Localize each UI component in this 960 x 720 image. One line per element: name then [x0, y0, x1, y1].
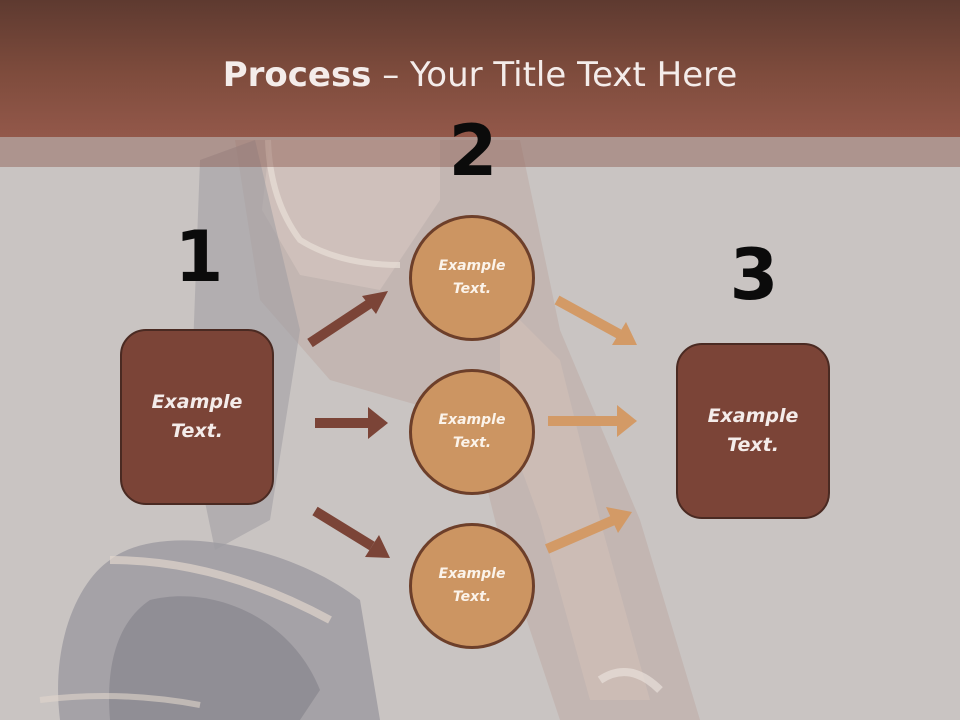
left-box-line-2: Text.	[171, 420, 223, 442]
circle-center-line-1: Example	[438, 412, 506, 428]
title-rest: – Your Title Text Here	[371, 55, 738, 95]
left-step-box: Example Text.	[120, 329, 274, 505]
circle-top-line-2: Text.	[452, 281, 492, 297]
step-number-3: 3	[729, 234, 779, 316]
step-number-1: 1	[174, 216, 224, 298]
circle-bottom-line-1: Example	[438, 566, 506, 582]
step-number-2: 2	[448, 110, 498, 192]
circle-top-line-1: Example	[438, 258, 506, 274]
arrow-center-to-right	[548, 405, 637, 437]
middle-circle-center: Example Text.	[409, 369, 535, 495]
arrow-top-to-right	[554, 295, 637, 345]
arrow-left-to-bottom	[312, 506, 390, 558]
arrow-left-to-top	[307, 291, 388, 348]
title-bar-band	[0, 137, 960, 167]
circle-bottom-line-2: Text.	[452, 589, 492, 605]
slide-title: Process – Your Title Text Here	[0, 52, 960, 98]
right-step-box: Example Text.	[676, 343, 830, 519]
arrow-bottom-to-right	[545, 507, 632, 554]
title-bar	[0, 0, 960, 137]
middle-circle-top: Example Text.	[409, 215, 535, 341]
arrow-left-to-center	[315, 407, 388, 439]
right-box-line-2: Text.	[727, 434, 779, 456]
title-bold: Process	[222, 55, 372, 95]
circle-center-line-2: Text.	[452, 435, 492, 451]
right-box-line-1: Example	[707, 405, 799, 427]
left-box-line-1: Example	[151, 391, 243, 413]
middle-circle-bottom: Example Text.	[409, 523, 535, 649]
